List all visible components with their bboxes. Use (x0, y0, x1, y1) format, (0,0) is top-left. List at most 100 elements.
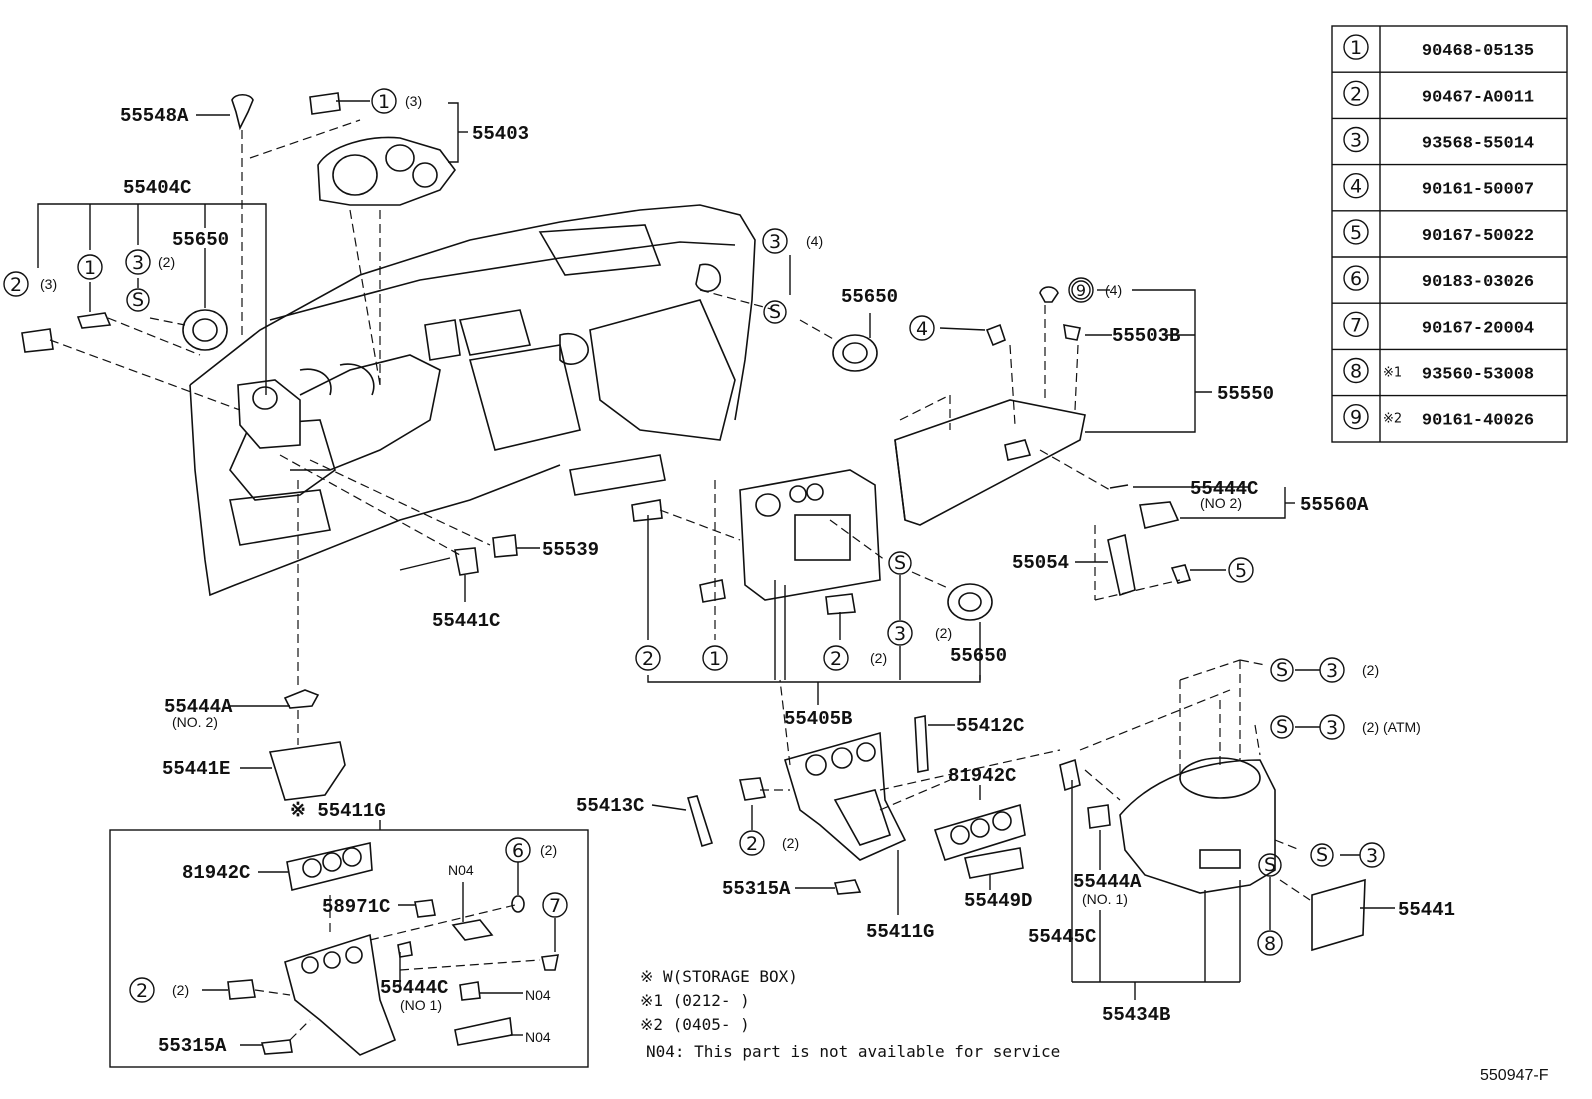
label-N04-a: N04 (448, 862, 474, 878)
leader-lines (37, 100, 1395, 1046)
label-58971C: 58971C (322, 896, 390, 918)
sym-8: 8 (1257, 930, 1283, 956)
label-55444A-left: 55444A (164, 696, 233, 718)
callout-labels: 55548A 55403 55404C 55650 55650 55503B 5… (120, 105, 1455, 1057)
label-55441: 55441 (1398, 899, 1455, 921)
label-55434B: 55434B (1102, 1004, 1170, 1026)
sym-3-mid: 3 (887, 620, 913, 646)
sym-S-mid: S (888, 551, 912, 575)
label-N04-c: N04 (525, 1029, 551, 1045)
table-key: 8 (1350, 361, 1362, 383)
quantity-notes: (3) (3) (2) (4) (4) (2) (2) (2) (2) (2) … (40, 93, 1421, 998)
sym-2-mid-b: 2 (823, 645, 849, 671)
sym-6: 6 (505, 837, 531, 863)
table-part-number: 90161-40026 (1422, 412, 1534, 431)
label-55444A-right: 55444A (1073, 871, 1142, 893)
sym-S-r4: S (1258, 853, 1282, 877)
table-key: 6 (1350, 268, 1362, 290)
svg-text:(3): (3) (40, 276, 57, 292)
table-mark: ※2 (1383, 412, 1402, 427)
label-55444C-right: 55444C (1190, 478, 1258, 500)
svg-text:(4): (4) (1105, 282, 1122, 298)
svg-text:S: S (1264, 854, 1276, 876)
sym-1-mid: 1 (702, 645, 728, 671)
svg-text:(2): (2) (782, 835, 799, 851)
sym-3-r3: 3 (1359, 842, 1385, 868)
label-55650-left: 55650 (172, 229, 229, 251)
label-55441E: 55441E (162, 758, 230, 780)
sym-S-r1: S (1270, 658, 1294, 682)
svg-text:S: S (1276, 716, 1288, 738)
label-55411G-box: ※ 55411G (290, 800, 386, 822)
label-55411G-mid: 55411G (866, 921, 934, 943)
sym-S-r2: S (1270, 715, 1294, 739)
svg-text:(2): (2) (935, 625, 952, 641)
label-55650-top: 55650 (841, 286, 898, 308)
sym-3-r1: 3 (1319, 657, 1345, 683)
label-55412C: 55412C (956, 715, 1024, 737)
table-key-circle (1343, 172, 1369, 199)
table-part-number: 93560-53008 (1422, 366, 1534, 385)
label-55650-mid: 55650 (950, 645, 1007, 667)
label-55054: 55054 (1012, 552, 1069, 574)
svg-text:(2): (2) (870, 650, 887, 666)
table-key-circle (1343, 265, 1369, 291)
label-55445C: 55445C (1028, 926, 1096, 948)
note-n04: N04: This part is not available for serv… (646, 1042, 1060, 1061)
table-key-circle (1343, 357, 1369, 384)
svg-text:1: 1 (378, 91, 390, 113)
glove-box-55550 (894, 286, 1192, 597)
label-55444C-box-sub: (NO 1) (400, 997, 442, 1013)
table-key-circle (1343, 311, 1369, 337)
label-55315A-mid: 55315A (722, 878, 791, 900)
footnotes: ※ W(STORAGE BOX) ※1 (0212- ) ※2 (0405- )… (640, 967, 1549, 1084)
svg-text:4: 4 (916, 318, 928, 340)
center-panel-55405B (454, 469, 993, 621)
note-2: ※2 (0405- ) (640, 1015, 750, 1034)
sym-S-left: S (126, 288, 150, 312)
label-55444A-right-sub: (NO. 1) (1082, 891, 1128, 907)
label-55503B: 55503B (1112, 325, 1180, 347)
inset-box (109, 829, 589, 1068)
table-key: 9 (1350, 407, 1362, 429)
sym-2-left: 2 (3, 271, 29, 297)
svg-text:2: 2 (10, 274, 22, 296)
label-55403: 55403 (472, 123, 529, 145)
svg-text:S: S (1276, 659, 1288, 681)
sym-3-top: 3 (762, 228, 788, 254)
svg-text:3: 3 (1326, 660, 1338, 682)
left-vent-parts (21, 93, 301, 449)
label-55550: 55550 (1217, 383, 1274, 405)
label-55444C-right-sub: (NO 2) (1200, 495, 1242, 511)
label-55444A-left-sub: (NO. 2) (172, 714, 218, 730)
table-mark: ※1 (1383, 366, 1402, 381)
svg-text:3: 3 (1366, 845, 1378, 867)
table-part-number: 90468-05135 (1422, 42, 1534, 61)
table-key-circle (1343, 80, 1369, 107)
label-55444C-box: 55444C (380, 977, 448, 999)
table-key: 4 (1350, 176, 1362, 198)
table-key: 7 (1350, 314, 1362, 336)
table-part-number: 90161-50007 (1422, 181, 1534, 200)
sym-S-r3: S (1310, 843, 1334, 867)
table-key: 1 (1350, 37, 1362, 59)
parts-table-row: 1 90468-05135 (1343, 34, 1534, 61)
label-55441C: 55441C (432, 610, 500, 632)
console-55411G (686, 715, 1026, 895)
sym-9: 9 (1068, 277, 1094, 303)
table-key-circle (1343, 34, 1369, 60)
table-key: 5 (1350, 222, 1362, 244)
parts-table-row: 8 ※1 93560-53008 (1332, 348, 1567, 385)
sym-3-left: 3 (125, 249, 151, 275)
reference-code: 550947-F (1480, 1067, 1549, 1084)
label-55413C: 55413C (576, 795, 644, 817)
sym-3-r2: 3 (1319, 714, 1345, 740)
svg-text:(4): (4) (806, 233, 823, 249)
note-storage-box: ※ W(STORAGE BOX) (640, 967, 798, 986)
sym-4: 4 (909, 315, 935, 341)
